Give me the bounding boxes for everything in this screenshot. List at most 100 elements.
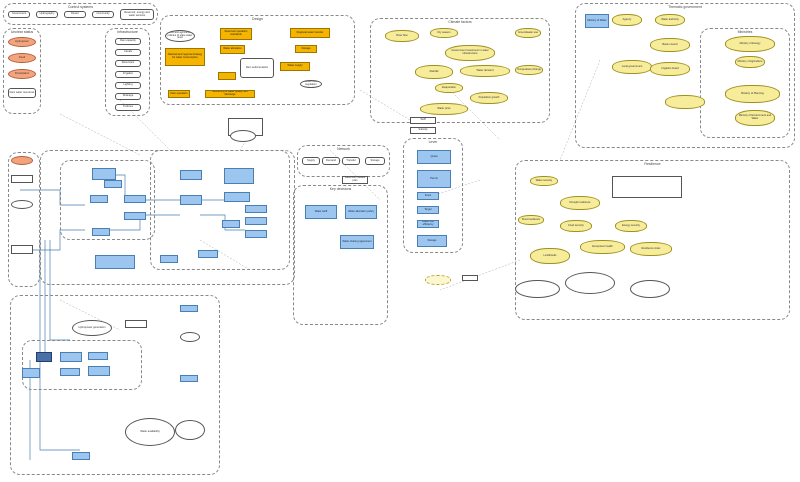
design-dam-operation: Dam operation bbox=[168, 90, 190, 98]
control-systems-group: Control systems bbox=[3, 3, 158, 25]
network-transfer: Transfer bbox=[342, 157, 360, 165]
climate-water-demand: Water demand bbox=[460, 65, 510, 77]
flood-node: Flood bbox=[8, 53, 36, 63]
unclear-status-group: Unclear status bbox=[3, 28, 41, 114]
resilience-food: Food security bbox=[560, 220, 592, 232]
design-water-allocation: Water allocation bbox=[220, 45, 245, 54]
group-title: Climate factors bbox=[448, 20, 472, 24]
group-title: Thematic government bbox=[668, 5, 702, 9]
infra-dam-capacity: Dam capacity bbox=[115, 38, 141, 45]
actor-node-d bbox=[11, 245, 33, 254]
group-title: Key decisions bbox=[329, 187, 352, 191]
bottom-node-6 bbox=[180, 305, 198, 312]
lever-small-box bbox=[462, 275, 478, 281]
bottom-node-7 bbox=[180, 375, 198, 382]
lever-fines: Fines bbox=[417, 192, 439, 200]
process-node-9 bbox=[224, 168, 254, 184]
design-node-small-a bbox=[218, 72, 236, 80]
process-node-14 bbox=[222, 220, 240, 228]
climate-dry-season: Dry season bbox=[430, 28, 458, 38]
process-node-7 bbox=[180, 170, 202, 180]
resilience-ecosystem: Ecosystem health bbox=[580, 240, 625, 254]
infra-irrigation: Irrigation bbox=[115, 71, 141, 78]
group-title: Network bbox=[337, 147, 350, 151]
resilience-ellipse-b bbox=[565, 272, 615, 294]
design-food-policy: Food and agricultural policies of state … bbox=[165, 30, 195, 42]
process-node-12 bbox=[245, 217, 267, 225]
climate-groundwater: Groundwater use bbox=[515, 28, 541, 38]
lever-storage: Storage bbox=[417, 235, 447, 247]
climate-govt-investment: Government investment in water infrastru… bbox=[445, 45, 495, 61]
process-subgroup-a bbox=[60, 160, 155, 240]
control-node-desert: Desert bbox=[64, 11, 86, 18]
resilience-flood: Flood resilience bbox=[518, 215, 544, 225]
group-title: Design bbox=[252, 17, 263, 21]
process-node-17 bbox=[198, 250, 218, 258]
lever-target: Target bbox=[417, 206, 439, 214]
group-title: Ministries bbox=[737, 30, 753, 34]
resilience-index: Resilience index bbox=[630, 242, 672, 256]
network-demand: Demand bbox=[322, 157, 340, 165]
govt-agency: Agency bbox=[612, 14, 642, 26]
lever-pale-node bbox=[425, 275, 451, 285]
control-node-government: Government bbox=[8, 11, 30, 18]
process-node-1 bbox=[92, 168, 116, 180]
hydropower-node: Hydropower bbox=[8, 37, 36, 47]
infra-lighting: Lighting bbox=[115, 82, 141, 89]
resilience-ellipse-c bbox=[630, 280, 670, 298]
bottom-subgroup bbox=[22, 340, 142, 390]
standalone-ellipse-a bbox=[230, 130, 256, 142]
control-node-community: Community bbox=[92, 11, 114, 18]
climate-water-price: Water price bbox=[420, 103, 468, 115]
resilience-group: Resilience bbox=[515, 160, 790, 320]
infra-reservoirs: Reservoirs bbox=[115, 60, 141, 67]
climate-temperature: Temperature change bbox=[515, 65, 543, 75]
climate-evaporation: Evaporation bbox=[435, 83, 463, 93]
group-title: Lever bbox=[428, 140, 438, 144]
group-title: Control systems bbox=[67, 5, 94, 9]
bottom-water-availability: Water availability bbox=[125, 418, 175, 446]
ministry-environment: Ministry of Environment and Water bbox=[735, 110, 775, 126]
control-node-reservoir: Reservoir, energy and water services bbox=[120, 9, 154, 20]
govt-water-authority: Water authority bbox=[655, 14, 685, 26]
govt-local-government: Local government bbox=[612, 60, 652, 74]
lever-subsidy: Subsidy bbox=[410, 127, 436, 134]
decision-agreement: Water-sharing agreement bbox=[340, 235, 374, 249]
govt-basin-council: Basin council bbox=[650, 38, 690, 52]
precipitation-node: Precipitation bbox=[8, 69, 36, 79]
design-regional-transfer: Regional water transfer bbox=[290, 28, 330, 38]
bottom-node-5 bbox=[88, 366, 110, 376]
ministry-planning: Ministry of Planning bbox=[725, 85, 780, 103]
design-flow-regulation: Water flow regulation bbox=[300, 80, 322, 88]
process-node-13 bbox=[245, 230, 267, 238]
lever-tariff: Tariff bbox=[410, 117, 436, 124]
process-node-8 bbox=[180, 195, 202, 205]
network-storage: Storage bbox=[365, 157, 385, 165]
decision-allocation: Water allocation policy bbox=[345, 205, 377, 219]
process-node-2 bbox=[104, 180, 122, 188]
resilience-water-security: Water security bbox=[530, 176, 558, 186]
bottom-node-4 bbox=[60, 368, 80, 376]
design-water-supply: Water supply bbox=[280, 62, 310, 71]
bottom-node-2 bbox=[60, 352, 82, 362]
govt-ministry-of-water: Ministry of Water bbox=[585, 14, 609, 28]
design-group: Design bbox=[160, 15, 355, 105]
lever-quota: Quota bbox=[417, 150, 451, 164]
decision-tariff: Water tariff bbox=[305, 205, 337, 219]
bottom-group bbox=[10, 295, 220, 475]
resilience-energy: Energy security bbox=[615, 220, 647, 232]
design-reservoir-standards: Reservoir operation standards bbox=[220, 28, 252, 40]
decisions-group: Key decisions bbox=[293, 185, 388, 325]
climate-rainfall: Rainfall bbox=[415, 65, 453, 79]
group-title: Infrastructure bbox=[117, 30, 138, 34]
actor-node-c bbox=[11, 200, 33, 209]
design-national-strategy: National and regional strategy for water… bbox=[165, 48, 205, 66]
process-node-15 bbox=[95, 255, 135, 269]
resilience-drought: Drought resilience bbox=[560, 196, 600, 210]
lever-permit: Permit bbox=[417, 170, 451, 188]
bottom-ellipse-a bbox=[180, 332, 200, 342]
climate-river-flow: River flow bbox=[385, 30, 419, 42]
control-node-hydrography: Hydrography bbox=[36, 11, 58, 18]
infra-drainage: Drainage bbox=[115, 93, 141, 100]
